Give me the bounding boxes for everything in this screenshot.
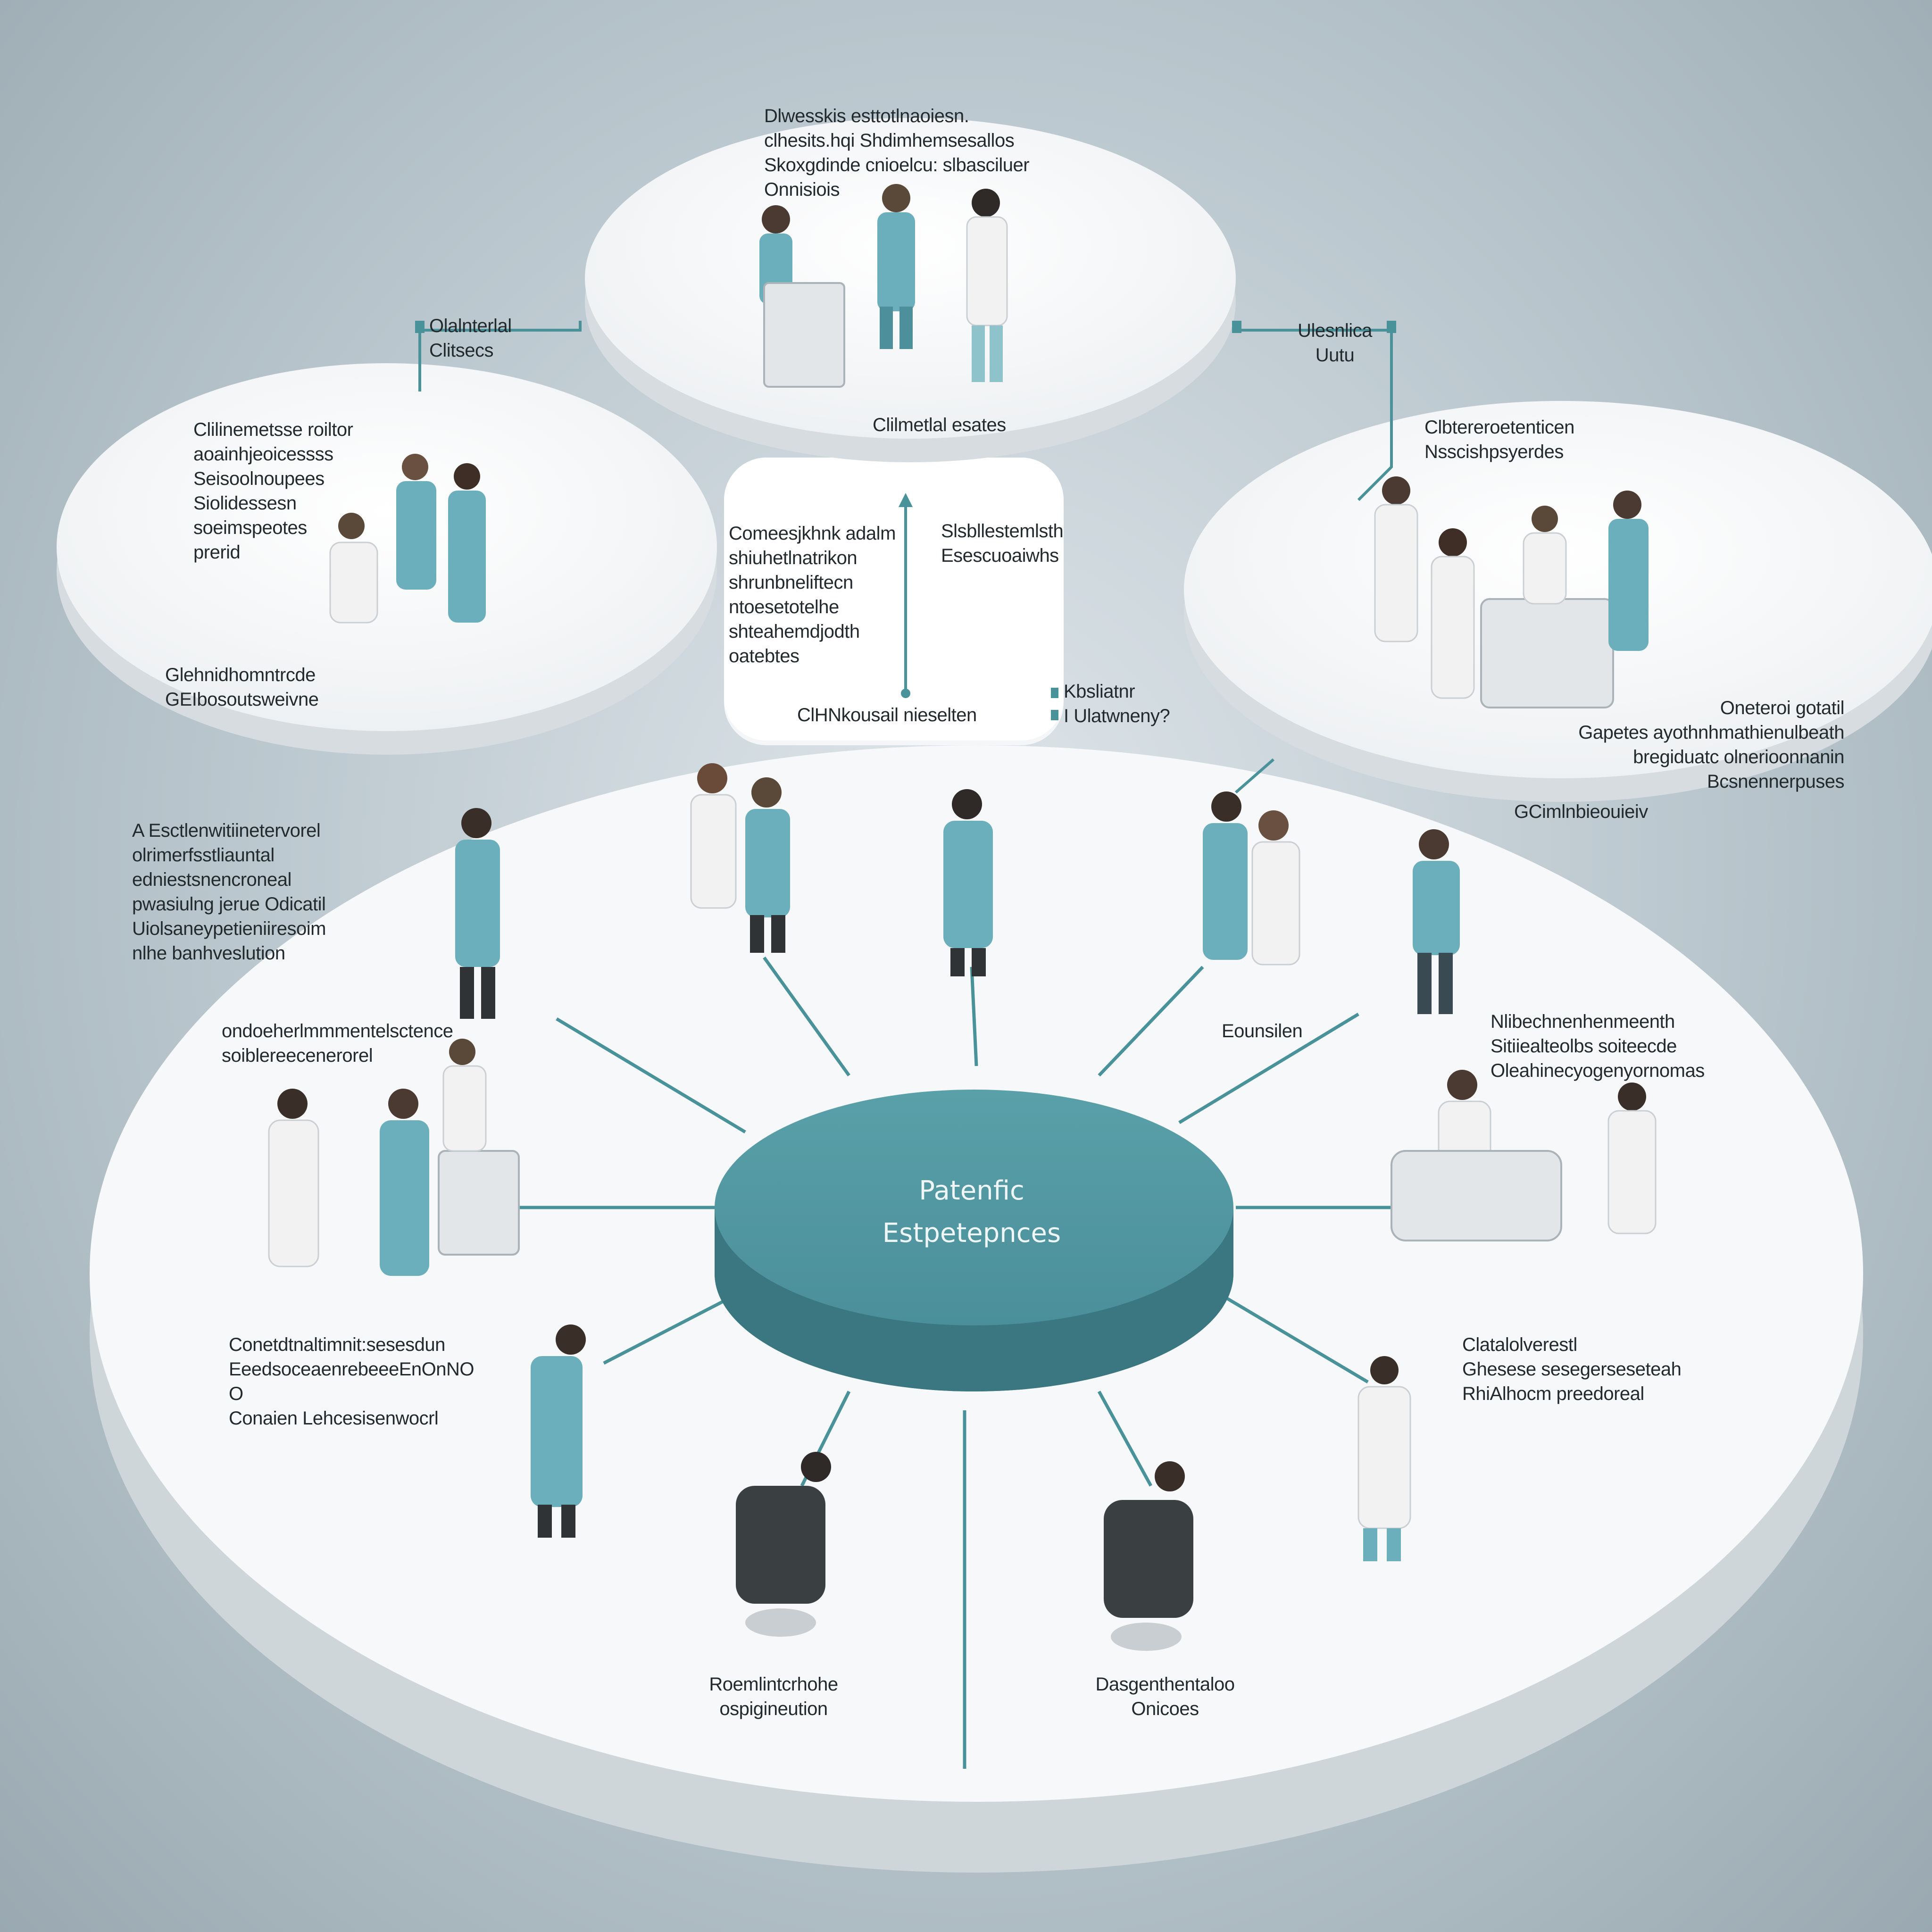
person-right-2 [1431, 528, 1475, 699]
equipment-top [763, 282, 845, 388]
person-top-2 [877, 184, 915, 349]
person-base-13 [531, 1324, 586, 1538]
label-right-circle-bottom: Oneteroi gotatil Gapetes ayothnhmathienu… [1578, 698, 1844, 792]
person-base-4 [943, 789, 993, 976]
label-base-bottom-left: Roemlintcrhohe ospigineution [709, 1674, 838, 1719]
label-base-left-lower: Conetdtnaltimnit:sesesdun Eeedsoceaenreb… [229, 1334, 474, 1429]
person-base-14 [1357, 1356, 1411, 1561]
label-connector-left: Olalnterlal Clitsecs [429, 316, 512, 361]
label-connector-right: Ulesnlica Uutu [1298, 320, 1372, 366]
person-base-6 [1251, 810, 1300, 966]
person-left-2 [396, 454, 436, 590]
label-middle-left: Comeesjkhnk adalm shiuhetlnatrikon shrun… [729, 523, 896, 666]
label-middle-bottom: ClHNkousail nieselten [797, 705, 977, 725]
label-right-circle-top: Clbtereroetenticen Nsscishpsyerdes [1424, 417, 1574, 462]
label-base-right-mid: Clatalolverestl Ghesese sesegerseseteah … [1462, 1334, 1682, 1404]
hub-title: Patenfic Estpetepnces [882, 1175, 1061, 1249]
person-base-8 [268, 1089, 319, 1267]
equipment-right [1480, 598, 1614, 708]
person-base-5 [1203, 791, 1248, 960]
person-base-1 [455, 808, 500, 1019]
label-right-circle-footer: GCimlnbieouieiv [1514, 801, 1648, 822]
middle-connector-box [724, 458, 1064, 745]
label-left-circle: Clilinemetsse roiltor aoainhjeoicessss S… [193, 419, 353, 563]
label-base-top-left: A Esctlenwitiinetervorel olrimerfsstliau… [132, 820, 326, 964]
person-base-3 [745, 777, 790, 953]
label-middle-right: Slsbllestemlsth Esescuoaiwhs [941, 521, 1064, 566]
circle-connectors [418, 321, 1393, 794]
central-hub [715, 1090, 1233, 1391]
bed-base-right [1391, 1150, 1562, 1241]
label-base-left-upper: ondoeherlmmmentelsctence soiblereecenero… [222, 1021, 453, 1066]
person-right-4 [1608, 491, 1649, 651]
person-top-3 [966, 189, 1008, 382]
person-base-2 [690, 763, 737, 909]
label-middle-side: Kbsliatnr I Ulatwneny? [1064, 681, 1170, 726]
person-left-3 [448, 463, 486, 623]
label-base-right-upper: Nlibechnenhenmeenth Sitiiealteolbs soite… [1491, 1011, 1705, 1081]
figures [268, 184, 1657, 1651]
person-left-1 [329, 513, 378, 624]
label-top-circle-bottom: Clilmetlal esates [873, 415, 1006, 435]
person-base-7 [1413, 829, 1460, 1014]
left-circle-platform [57, 363, 717, 755]
person-right-1 [1374, 476, 1418, 642]
label-base-bottom-right: Dasgenthentaloo Onicoes [1095, 1674, 1235, 1719]
person-base-9 [380, 1089, 429, 1276]
label-left-circle-bottom: Glehnidhomntrcde GEIbosoutsweivne [165, 665, 319, 710]
connector-markers [415, 321, 1396, 720]
person-base-10 [442, 1039, 487, 1152]
label-top-circle: Dlwesskis esttotlnaoiesn. clhesits.hqi S… [764, 106, 1030, 200]
equipment-base-left [438, 1150, 520, 1256]
person-base-12 [1607, 1083, 1657, 1234]
person-right-3 [1523, 506, 1567, 605]
chair-base-right [1104, 1461, 1193, 1651]
chair-base-left [736, 1452, 831, 1637]
label-base-top-right: Eounsilen [1222, 1021, 1303, 1041]
